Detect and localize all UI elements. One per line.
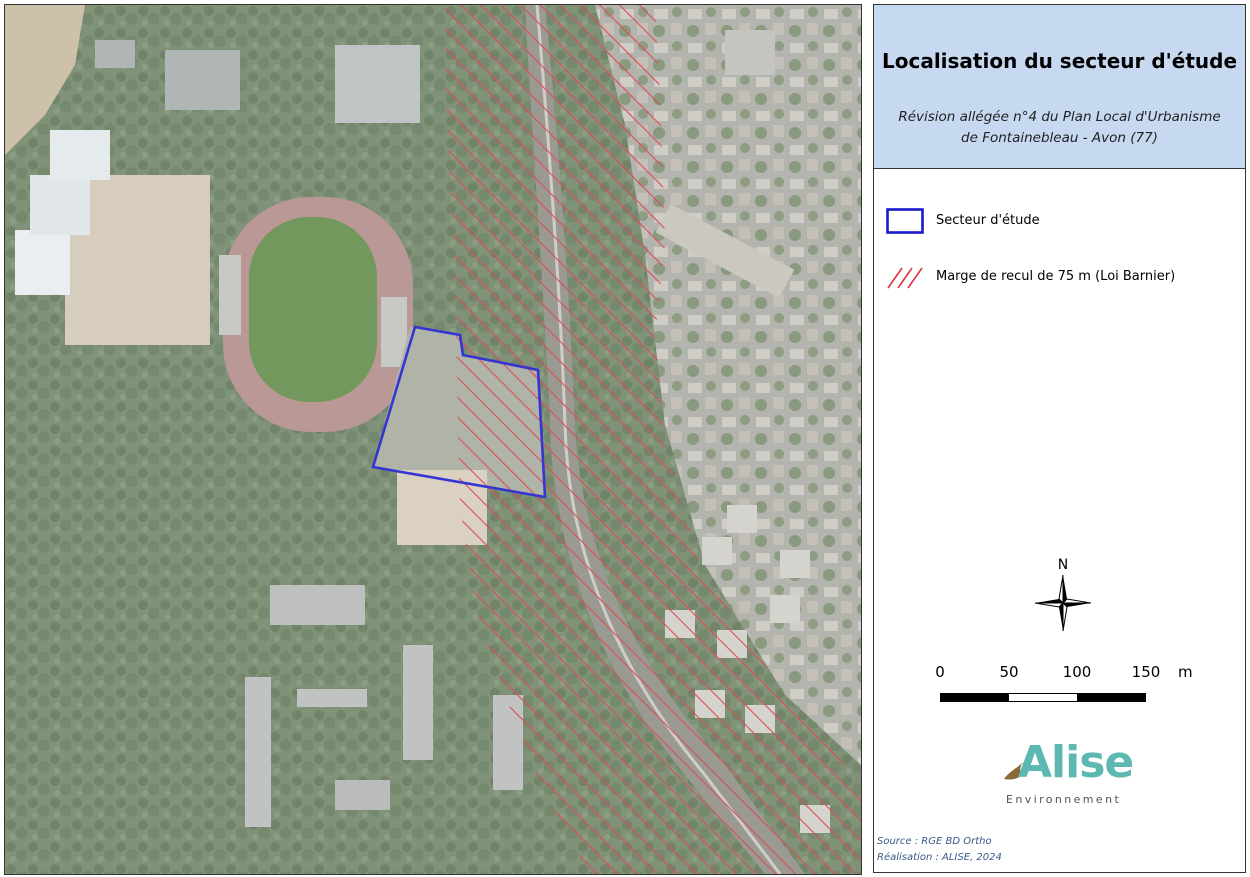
scale-tick-0: 0 [935,663,945,681]
barnier-hatch-swatch [887,267,923,289]
north-arrow: N [1030,557,1096,637]
building [403,645,433,760]
building [270,585,365,625]
tower-building [727,505,757,533]
subtitle-line-1: Révision allégée n°4 du Plan Local d'Urb… [898,109,1221,125]
gym-building [335,45,420,123]
building [95,40,135,68]
legend-label-barnier: Marge de recul de 75 m (Loi Barnier) [936,269,1176,284]
stand-building [219,255,241,335]
barnier-setback-hatch [445,5,861,874]
bird-icon [1004,761,1030,780]
map-subtitle: Révision allégée n°4 du Plan Local d'Urb… [882,107,1237,149]
building [297,689,367,707]
scale-segment-black [941,694,1009,701]
subtitle-line-2: de Fontainebleau - Avon (77) [961,130,1158,146]
building [335,780,390,810]
scale-tick-50: 50 [999,663,1019,681]
compass-rose-icon [1034,574,1092,632]
credits-source: Source : RGE BD Ortho [877,836,992,847]
study-area-swatch [886,208,924,234]
tower-building [702,537,732,565]
scale-segment-white [1009,694,1077,701]
alise-logo: Alise Environnement [994,737,1134,811]
tent-building [50,130,110,180]
sand-area [5,5,85,155]
scale-bar: 0 50 100 150 m [922,663,1212,713]
aerial-map[interactable] [4,4,862,875]
tent-building [30,175,90,235]
scale-segments [940,693,1146,702]
scale-tick-100: 100 [1062,663,1092,681]
scale-unit: m [1178,663,1193,681]
map-title: Localisation du secteur d'étude [881,49,1238,73]
study-area-outline[interactable] [371,325,547,499]
scale-segment-black [1077,694,1145,701]
aerial-map-canvas [5,5,861,874]
credits: Source : RGE BD Ortho Réalisation : ALIS… [877,834,1002,866]
building [245,677,271,827]
scale-tick-150: 150 [1131,663,1161,681]
building [165,50,240,110]
building [725,30,775,75]
legend-panel: Localisation du secteur d'étude Révision… [873,4,1246,873]
logo-wordmark: Alise [1018,737,1134,788]
north-label: N [1057,557,1069,573]
map-haze [5,5,861,874]
title-box: Localisation du secteur d'étude Révision… [874,5,1245,169]
credits-realisation: Réalisation : ALISE, 2024 [877,852,1002,863]
tower-building [780,550,810,578]
tent-building [15,230,70,295]
building [655,204,795,298]
tower-building [770,595,800,623]
legend-label-study-area: Secteur d'étude [936,213,1040,228]
logo-subtitle: Environnement [1006,793,1122,806]
football-pitch [249,217,377,402]
